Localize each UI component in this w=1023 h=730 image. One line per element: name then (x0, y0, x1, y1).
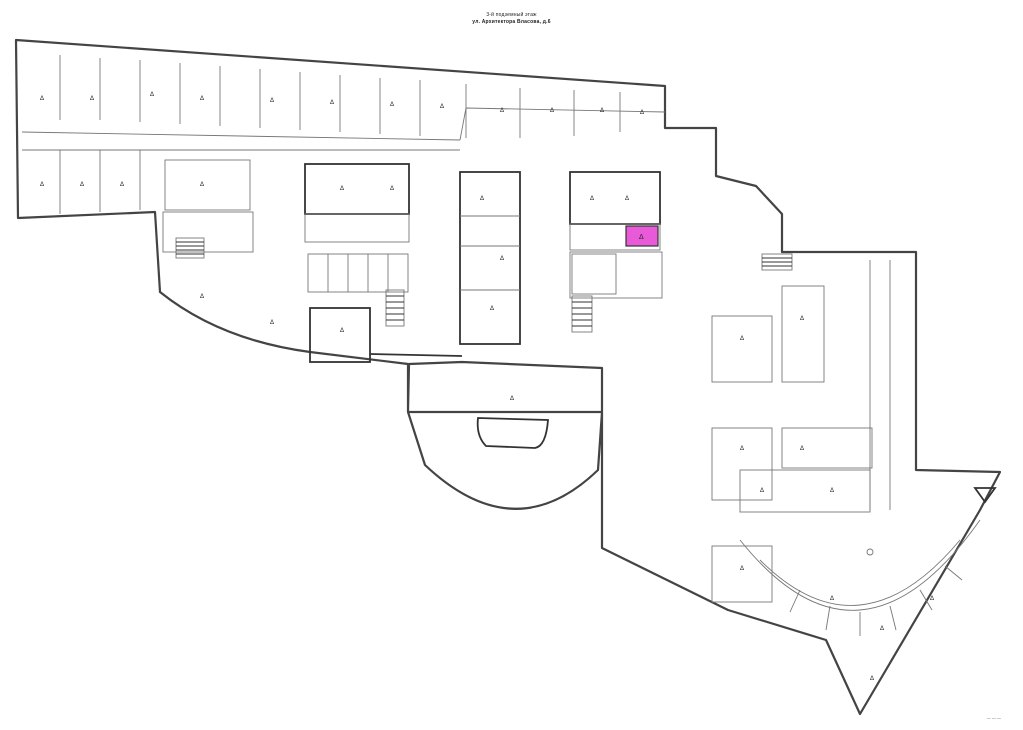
svg-text:Δ: Δ (80, 182, 84, 188)
svg-text:Δ: Δ (740, 336, 744, 342)
ramp-triangle (973, 487, 997, 504)
svg-text:Δ: Δ (490, 306, 494, 312)
svg-text:Δ: Δ (600, 108, 604, 114)
svg-text:Δ: Δ (340, 328, 344, 334)
east-parking-dividers (711, 260, 891, 603)
svg-text:Δ: Δ (40, 96, 44, 102)
svg-text:Δ: Δ (330, 100, 334, 106)
outer-wall (14, 38, 1002, 716)
svg-text:Δ: Δ (760, 488, 764, 494)
plan-header: 3-й подземный этаж ул. Архитектора Власо… (0, 12, 1023, 26)
svg-text:Δ: Δ (510, 396, 514, 402)
service-rooms (307, 253, 617, 295)
svg-text:Δ: Δ (340, 186, 344, 192)
svg-text:Δ: Δ (930, 596, 934, 602)
svg-text:Δ: Δ (800, 446, 804, 452)
svg-text:Δ: Δ (200, 182, 204, 188)
curved-parking-row (739, 519, 981, 611)
svg-text:Δ: Δ (90, 96, 94, 102)
selected-parking-space[interactable] (625, 225, 659, 247)
staircase-center (385, 289, 405, 327)
staircase-right (571, 295, 593, 333)
svg-text:Δ: Δ (120, 182, 124, 188)
svg-text:Δ: Δ (480, 196, 484, 202)
address-title: ул. Архитектора Власова, д.6 (472, 19, 551, 25)
scale-bar: — — — (986, 715, 1001, 720)
svg-text:Δ: Δ (270, 320, 274, 326)
svg-text:Δ: Δ (440, 104, 444, 110)
svg-text:Δ: Δ (590, 196, 594, 202)
svg-text:Δ: Δ (200, 96, 204, 102)
svg-text:Δ: Δ (830, 596, 834, 602)
top-parking-dividers (59, 55, 621, 214)
block-c (569, 171, 661, 225)
svg-text:Δ: Δ (800, 316, 804, 322)
svg-text:Δ: Δ (150, 92, 154, 98)
svg-text:Δ: Δ (550, 108, 554, 114)
selected-space-marker: Δ (639, 234, 644, 241)
svg-text:Δ: Δ (200, 294, 204, 300)
floor-title: 3-й подземный этаж (486, 12, 537, 18)
svg-text:Δ: Δ (740, 446, 744, 452)
svg-text:Δ: Δ (830, 488, 834, 494)
svg-text:Δ: Δ (270, 98, 274, 104)
svg-text:Δ: Δ (40, 182, 44, 188)
svg-text:Δ: Δ (640, 110, 644, 116)
circular-island (476, 417, 549, 449)
svg-text:Δ: Δ (625, 196, 629, 202)
svg-text:Δ: Δ (870, 676, 874, 682)
svg-text:Δ: Δ (740, 566, 744, 572)
svg-text:Δ: Δ (500, 256, 504, 262)
svg-text:Δ: Δ (390, 102, 394, 108)
svg-text:Δ: Δ (880, 626, 884, 632)
parking-markers: Δ Δ Δ Δ Δ Δ Δ Δ Δ Δ Δ Δ Δ Δ Δ Δ Δ Δ Δ Δ Δ Δ Δ Δ Δ Δ Δ… (40, 92, 934, 682)
staircase-east (761, 253, 793, 271)
svg-text:Δ: Δ (500, 108, 504, 114)
staircase-left (175, 237, 205, 259)
svg-text:Δ: Δ (390, 186, 394, 192)
block-b (459, 171, 521, 345)
